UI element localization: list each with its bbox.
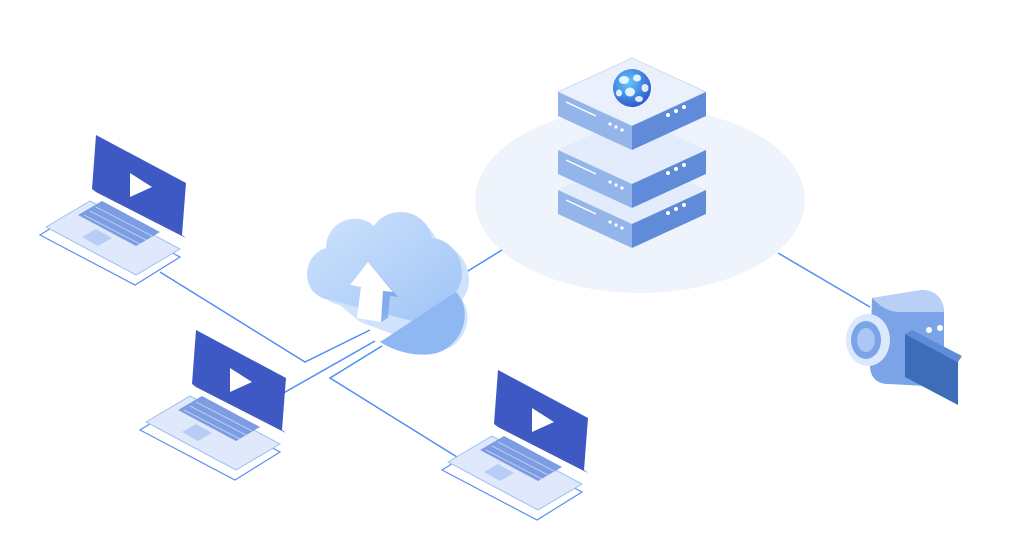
laptop-base	[144, 395, 282, 471]
laptop-screen-edge	[92, 189, 186, 238]
laptop-base	[446, 435, 584, 511]
laptop-top-left	[38, 135, 186, 286]
server-stack-icon	[556, 57, 708, 248]
play-icon	[230, 368, 252, 392]
upload-arrow-side	[368, 262, 398, 322]
cloud-body	[306, 212, 462, 328]
upload-arrow	[350, 262, 393, 322]
laptop-trackpad	[182, 424, 212, 441]
camera-body-top	[872, 290, 944, 312]
laptop-trackpad	[484, 464, 514, 481]
play-icon	[532, 408, 554, 432]
laptop-trackpad	[82, 229, 112, 246]
laptop-screen-edge	[192, 384, 286, 433]
laptop-keyboard	[78, 201, 160, 246]
edge-laptop-bottom-center-cloud	[328, 345, 466, 463]
camera-side-panel	[905, 334, 958, 405]
edge-laptop-top-left-cloud	[159, 271, 371, 363]
laptop-keyboard	[480, 436, 562, 481]
edge-server-camera	[777, 252, 871, 308]
connections	[159, 249, 871, 463]
laptop-bottom-left	[138, 330, 286, 481]
video-camera-icon	[846, 290, 962, 405]
play-icon	[130, 173, 152, 197]
laptop-base	[44, 200, 182, 276]
laptop-bottom-center	[440, 370, 588, 521]
laptop-screen-edge	[494, 424, 588, 473]
edge-laptop-bottom-left-cloud	[279, 340, 376, 396]
sphere-logo-icon	[613, 69, 651, 107]
cloud-upload-icon	[306, 212, 469, 355]
camera-lens-inner	[857, 328, 875, 352]
camera-side-panel-edge	[905, 330, 962, 362]
cloud-shade	[380, 292, 465, 355]
laptop-keyboard	[178, 396, 260, 441]
